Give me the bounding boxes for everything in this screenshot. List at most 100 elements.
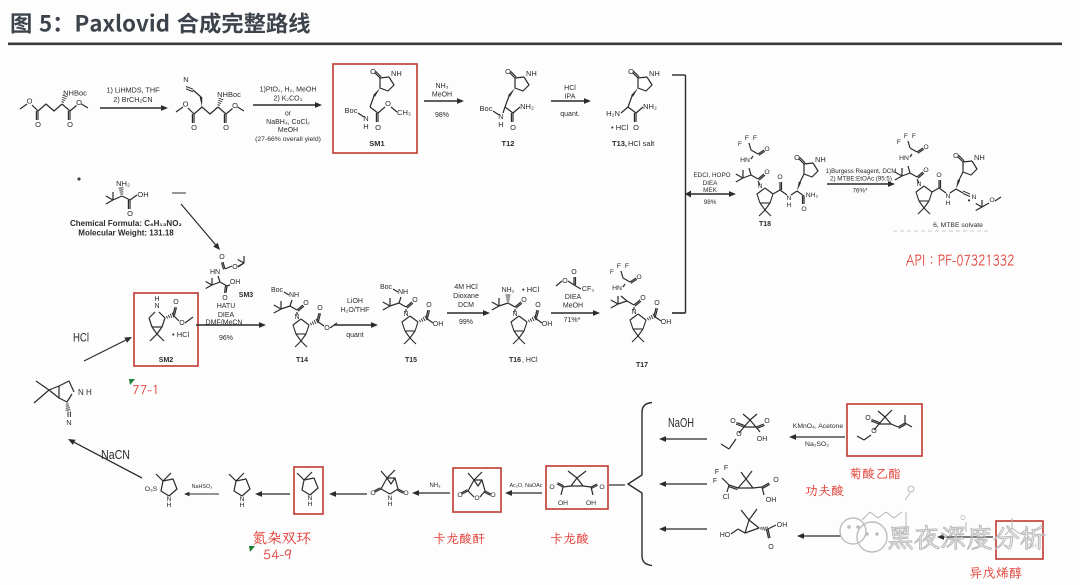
svg-text:H: H: [308, 501, 313, 508]
svg-text:98%: 98%: [435, 112, 449, 119]
svg-text:T13,: T13,: [612, 139, 627, 148]
svg-text:O: O: [736, 431, 742, 438]
svg-text:O: O: [562, 278, 568, 285]
svg-text:H: H: [240, 502, 245, 509]
svg-text:or: or: [285, 111, 292, 118]
svg-text:O: O: [777, 174, 782, 181]
svg-text:H: H: [498, 120, 503, 129]
svg-text:DCM: DCM: [458, 302, 474, 309]
svg-text:Dioxane: Dioxane: [453, 293, 479, 300]
svg-text:F: F: [753, 135, 757, 142]
svg-text:O: O: [370, 490, 375, 497]
svg-text:N: N: [403, 311, 408, 318]
svg-text:HN: HN: [740, 157, 750, 164]
svg-text:HN: HN: [612, 285, 622, 292]
svg-text:O: O: [989, 197, 994, 204]
svg-text:O: O: [773, 477, 779, 484]
svg-text:OH: OH: [1027, 543, 1037, 550]
svg-text:O: O: [490, 492, 495, 499]
svg-text:O: O: [549, 484, 554, 491]
svg-text:F: F: [610, 269, 614, 276]
svg-text:O: O: [636, 274, 641, 281]
svg-text:O: O: [599, 484, 604, 491]
svg-text:SM1: SM1: [369, 139, 384, 148]
svg-text:Cl: Cl: [723, 494, 730, 501]
svg-text:H: H: [787, 202, 792, 209]
svg-text:O: O: [801, 206, 806, 213]
svg-text:Na₂SO₃: Na₂SO₃: [805, 441, 829, 448]
svg-text:N: N: [294, 314, 299, 321]
svg-text:MeOH: MeOH: [432, 92, 452, 99]
svg-text:O: O: [127, 209, 133, 218]
svg-text:6, MTBE solvate: 6, MTBE solvate: [933, 222, 983, 229]
svg-text:NaBH₄, CoCl₂: NaBH₄, CoCl₂: [266, 119, 310, 126]
svg-text:NH₂: NH₂: [643, 102, 657, 111]
svg-text:NH: NH: [649, 69, 660, 78]
svg-text:T17: T17: [636, 362, 648, 369]
svg-text:T12: T12: [502, 139, 515, 148]
svg-text:HCl salt: HCl salt: [628, 139, 655, 148]
svg-text:N: N: [917, 181, 922, 188]
svg-text:F: F: [912, 133, 916, 140]
svg-text:DMF/MeCN: DMF/MeCN: [206, 320, 243, 327]
svg-text:DIEA: DIEA: [703, 180, 718, 187]
svg-text:EDCI, HOPO: EDCI, HOPO: [693, 172, 730, 179]
svg-text:O: O: [953, 151, 959, 160]
svg-text:96%: 96%: [219, 335, 233, 342]
svg-text:O: O: [412, 297, 418, 304]
svg-text:O: O: [324, 325, 330, 332]
svg-text:O: O: [521, 297, 527, 304]
svg-text:MeOH: MeOH: [563, 303, 583, 310]
svg-text:NH: NH: [391, 69, 402, 78]
svg-text:N: N: [498, 112, 503, 121]
svg-text:HN: HN: [899, 155, 909, 162]
svg-text:F: F: [738, 141, 742, 148]
svg-text:1)PtO₂, H₂, MeOH: 1)PtO₂, H₂, MeOH: [260, 87, 317, 94]
svg-text:98%: 98%: [704, 199, 717, 206]
svg-text:O: O: [426, 302, 432, 309]
svg-text:O: O: [35, 120, 41, 129]
svg-text:F: F: [713, 478, 717, 485]
svg-text:O: O: [179, 320, 185, 327]
svg-text:KMnO₄, Acetone: KMnO₄, Acetone: [793, 423, 844, 430]
svg-text:O: O: [317, 305, 323, 312]
svg-text:SM2: SM2: [159, 357, 174, 364]
svg-text:O: O: [640, 295, 646, 302]
svg-text:F: F: [904, 133, 908, 140]
svg-text:O: O: [768, 544, 774, 551]
svg-text:OH: OH: [757, 436, 768, 443]
svg-text:NHBoc: NHBoc: [63, 89, 87, 98]
svg-text:quant.: quant.: [560, 111, 580, 118]
svg-text:O: O: [232, 264, 238, 271]
svg-text:O: O: [923, 167, 928, 174]
svg-text:1)Burgess Reagent, DCM: 1)Burgess Reagent, DCM: [826, 168, 897, 175]
svg-text:NH: NH: [815, 155, 826, 164]
svg-text:N: N: [240, 496, 245, 503]
svg-text:HCl: HCl: [564, 85, 576, 92]
svg-text:Ac₂O, NaOAc: Ac₂O, NaOAc: [510, 483, 543, 489]
svg-text:O: O: [219, 254, 225, 261]
svg-text:NH: NH: [526, 69, 537, 78]
svg-text:T16: T16: [509, 357, 521, 364]
svg-text:•: •: [968, 196, 971, 205]
svg-text:quant: quant: [346, 332, 364, 339]
svg-text:Boc: Boc: [271, 287, 284, 294]
svg-text:NH: NH: [398, 289, 408, 296]
svg-text:O: O: [923, 144, 928, 151]
svg-text:N: N: [308, 495, 313, 502]
svg-text:OH: OH: [777, 522, 788, 529]
svg-text:Chemical Formula: C₆H₁₃NO₂: Chemical Formula: C₆H₁₃NO₂: [70, 219, 182, 228]
svg-text:N: N: [972, 194, 977, 201]
svg-text:N: N: [388, 495, 393, 502]
svg-text:N: N: [167, 496, 172, 503]
svg-text:O: O: [474, 495, 479, 502]
svg-text:O: O: [764, 418, 770, 425]
svg-text:O: O: [628, 67, 634, 76]
svg-text:O: O: [222, 295, 228, 302]
svg-text:F: F: [724, 465, 728, 472]
svg-text:NaHSO₃: NaHSO₃: [192, 484, 213, 490]
svg-text:T14: T14: [296, 357, 308, 364]
svg-text:• HCl: • HCl: [172, 330, 190, 339]
svg-text:OH: OH: [586, 500, 596, 507]
svg-text:O: O: [67, 120, 73, 129]
